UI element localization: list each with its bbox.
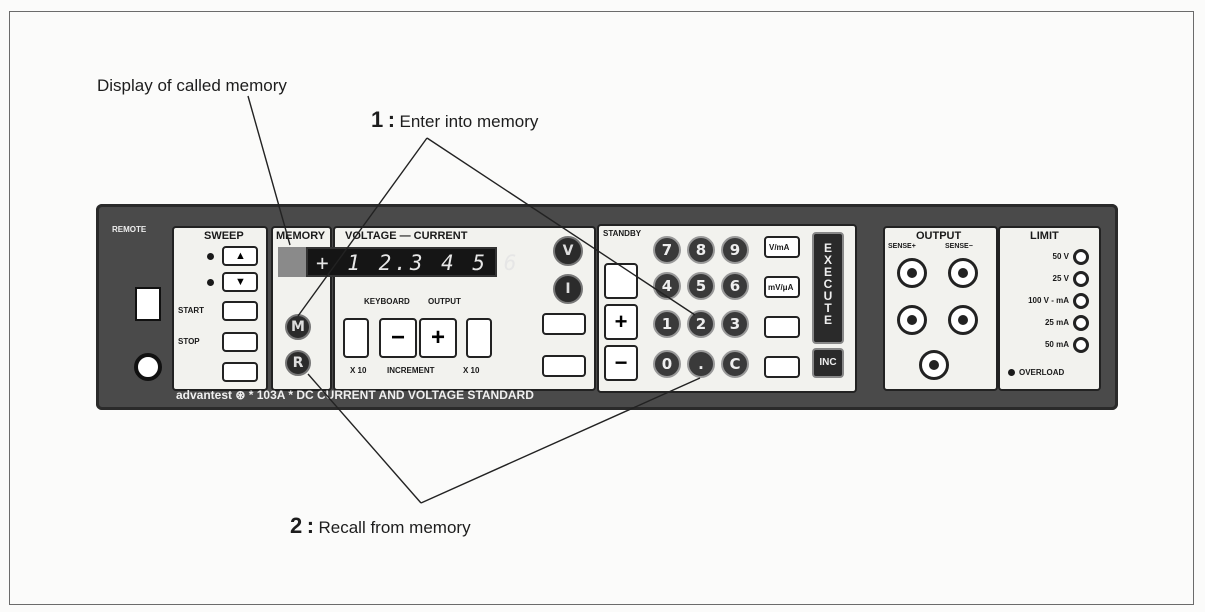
inc-button[interactable]: INC xyxy=(812,348,844,378)
limit-select-button[interactable] xyxy=(1073,249,1089,265)
sweep-down-button[interactable]: ▼ xyxy=(222,272,258,292)
remote-label: REMOTE xyxy=(112,225,146,234)
enter-step-separator: : xyxy=(388,107,395,132)
keypad-key[interactable]: 6 xyxy=(721,272,749,300)
sweep-start-button[interactable] xyxy=(222,301,258,321)
recall-step-separator: : xyxy=(307,513,314,538)
limit-title: LIMIT xyxy=(1030,230,1059,242)
display-called-memory-label: Display of called memory xyxy=(97,76,287,96)
enter-step-text: Enter into memory xyxy=(399,112,538,131)
value-display: + 1 2.3 4 5 6 xyxy=(306,247,497,277)
memory-title: MEMORY xyxy=(276,230,325,242)
unit-v-ma-label: V/mA xyxy=(769,243,789,252)
unit-percent-button[interactable] xyxy=(764,316,800,338)
output-label: OUTPUT xyxy=(428,297,461,306)
unit-v-ma-button[interactable]: V/mA xyxy=(764,236,800,258)
sweep-mem-button[interactable] xyxy=(222,362,258,382)
current-key[interactable]: I xyxy=(553,274,583,304)
memory-enter-button[interactable]: M xyxy=(285,314,311,340)
ground-terminal[interactable] xyxy=(919,350,949,380)
sense-plus-label: SENSE+ xyxy=(888,243,916,250)
keypad-key[interactable]: C xyxy=(721,350,749,378)
inc-label: INC xyxy=(819,357,836,368)
down-arrow-icon: ▼ xyxy=(235,276,246,288)
recall-step-number: 2 xyxy=(290,513,302,538)
keypad-key[interactable]: 3 xyxy=(721,310,749,338)
limit-select-button[interactable] xyxy=(1073,293,1089,309)
limit-label: 25 mA xyxy=(1005,318,1069,327)
limit-select-button[interactable] xyxy=(1073,315,1089,331)
keypad-key[interactable]: 0 xyxy=(653,350,681,378)
increment-button[interactable]: + xyxy=(419,318,457,358)
output-minus-jack-upper[interactable] xyxy=(948,258,978,288)
increment-label: INCREMENT xyxy=(387,366,435,375)
unit-ppm-button[interactable] xyxy=(764,356,800,378)
overload-indicator xyxy=(1008,369,1015,376)
display-value: + 1 2.3 4 5 6 xyxy=(316,251,519,275)
sweep-stop-button[interactable] xyxy=(222,332,258,352)
keypad-key[interactable]: 2 xyxy=(687,310,715,338)
overload-label: OVERLOAD xyxy=(1019,368,1064,377)
keypad-key[interactable]: 7 xyxy=(653,236,681,264)
standby-button[interactable] xyxy=(604,263,638,299)
execute-button[interactable]: EXECUTE xyxy=(812,232,844,344)
keypad-key[interactable]: 9 xyxy=(721,236,749,264)
up-arrow-icon: ▲ xyxy=(235,250,246,262)
power-switch[interactable] xyxy=(135,287,161,321)
keypad-key[interactable]: 4 xyxy=(653,272,681,300)
limit-label: 100 V - mA xyxy=(1005,296,1069,305)
keypad-key[interactable]: . xyxy=(687,350,715,378)
range-up-button[interactable] xyxy=(542,313,586,335)
sweep-up-button[interactable]: ▲ xyxy=(222,246,258,266)
output-plus-jack-lower[interactable] xyxy=(897,305,927,335)
unit-mv-ua-button[interactable]: mV/μA xyxy=(764,276,800,298)
power-knob[interactable] xyxy=(134,353,162,381)
voltage-current-title: VOLTAGE — CURRENT xyxy=(345,230,467,242)
keypad-key[interactable]: 8 xyxy=(687,236,715,264)
memory-display xyxy=(278,247,308,277)
standby-label: STANDBY xyxy=(603,229,641,238)
decrement-button[interactable]: − xyxy=(379,318,417,358)
limit-label: 25 V xyxy=(1005,274,1069,283)
sweep-start-label: START xyxy=(178,306,204,315)
sweep-stop-label: STOP xyxy=(178,337,200,346)
decrease-digit-button[interactable] xyxy=(343,318,369,358)
instrument-model-caption: advantest ⊛ * 103A * DC CURRENT AND VOLT… xyxy=(176,388,534,402)
plus-sign-button[interactable]: + xyxy=(604,304,638,340)
increase-digit-button[interactable] xyxy=(466,318,492,358)
enter-memory-label: 1 : Enter into memory xyxy=(371,107,538,133)
output-plus-jack-upper[interactable] xyxy=(897,258,927,288)
output-minus-jack-lower[interactable] xyxy=(948,305,978,335)
minus-sign-button[interactable]: − xyxy=(604,345,638,381)
unit-mv-ua-label: mV/μA xyxy=(768,283,793,292)
limit-label: 50 mA xyxy=(1005,340,1069,349)
enter-step-number: 1 xyxy=(371,107,383,132)
sweep-title: SWEEP xyxy=(204,230,244,242)
recall-step-text: Recall from memory xyxy=(318,518,470,537)
limit-label: 50 V xyxy=(1005,252,1069,261)
limit-select-button[interactable] xyxy=(1073,271,1089,287)
x10-right-label: X 10 xyxy=(463,366,479,375)
recall-memory-label: 2 : Recall from memory xyxy=(290,513,471,539)
sense-minus-label: SENSE− xyxy=(945,243,973,250)
range-down-button[interactable] xyxy=(542,355,586,377)
memory-recall-button[interactable]: R xyxy=(285,350,311,376)
limit-select-button[interactable] xyxy=(1073,337,1089,353)
execute-label: EXECUTE xyxy=(822,242,834,326)
x10-left-label: X 10 xyxy=(350,366,366,375)
output-terminals-title: OUTPUT xyxy=(916,230,961,242)
sweep-repeat-indicator xyxy=(207,279,214,286)
sweep-single-indicator xyxy=(207,253,214,260)
keypad-key[interactable]: 1 xyxy=(653,310,681,338)
keypad-key[interactable]: 5 xyxy=(687,272,715,300)
keyboard-label: KEYBOARD xyxy=(364,297,410,306)
voltage-key[interactable]: V xyxy=(553,236,583,266)
